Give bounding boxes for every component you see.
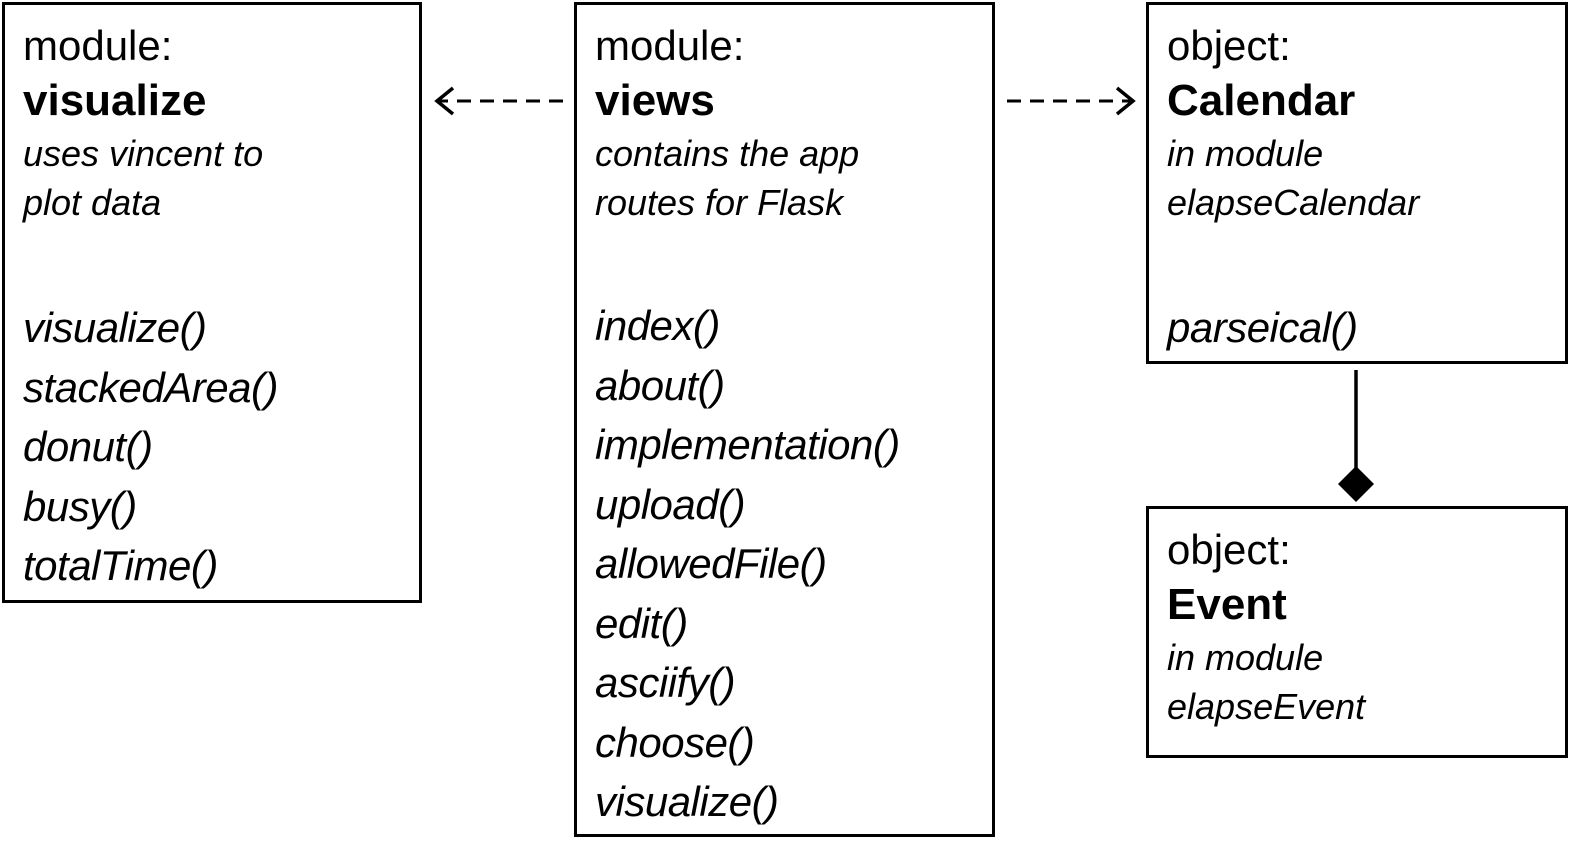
method-visualize: visualize() xyxy=(595,778,779,825)
visualize-method-list: visualize() stackedArea() donut() busy()… xyxy=(23,298,419,596)
event-object-box: object: Event in module elapseEvent xyxy=(1146,506,1568,758)
views-module-box: module: views contains the app routes fo… xyxy=(574,2,995,837)
method-asciify: asciify() xyxy=(595,659,736,706)
calendar-description-line: in module xyxy=(1167,133,1324,174)
visualize-module-box: module: visualize uses vincent to plot d… xyxy=(2,2,422,603)
method-implementation: implementation() xyxy=(595,421,900,468)
composition-diamond xyxy=(1338,466,1374,502)
method-stackedarea: stackedArea() xyxy=(23,363,278,411)
method-busy: busy() xyxy=(23,482,137,530)
method-about: about() xyxy=(595,361,725,409)
views-name: views xyxy=(595,76,715,125)
method-upload: upload() xyxy=(595,480,746,528)
calendar-description-line: elapseCalendar xyxy=(1167,182,1420,223)
method-parseical: parseical() xyxy=(1167,304,1358,351)
method-choose: choose() xyxy=(595,718,755,766)
views-description-line: routes for Flask xyxy=(595,182,844,223)
method-edit: edit() xyxy=(595,599,688,647)
views-method-list: index() about() implementation() upload(… xyxy=(595,296,992,832)
calendar-name: Calendar xyxy=(1167,76,1356,125)
visualize-kind-label: module: xyxy=(23,22,173,69)
visualize-name: visualize xyxy=(23,76,207,125)
dependency-arrowhead-visualize xyxy=(434,86,455,116)
method-index: index() xyxy=(595,302,720,349)
method-totaltime: totalTime() xyxy=(23,542,218,589)
calendar-object-box: object: Calendar in module elapseCalenda… xyxy=(1146,2,1568,364)
dependency-arrowhead-calendar xyxy=(1115,86,1136,116)
views-description-line: contains the app xyxy=(595,133,860,174)
visualize-description-line: plot data xyxy=(23,182,162,223)
method-visualize: visualize() xyxy=(23,304,207,351)
method-donut: donut() xyxy=(23,423,153,470)
views-kind-label: module: xyxy=(595,22,745,69)
event-description-line: elapseEvent xyxy=(1167,686,1366,727)
event-kind-label: object: xyxy=(1167,526,1291,573)
calendar-method-list: parseical() xyxy=(1167,298,1565,358)
visualize-description-line: uses vincent to xyxy=(23,133,264,174)
event-name: Event xyxy=(1167,580,1287,629)
event-description-line: in module xyxy=(1167,637,1324,678)
calendar-kind-label: object: xyxy=(1167,22,1291,69)
method-allowedfile: allowedFile() xyxy=(595,540,827,587)
